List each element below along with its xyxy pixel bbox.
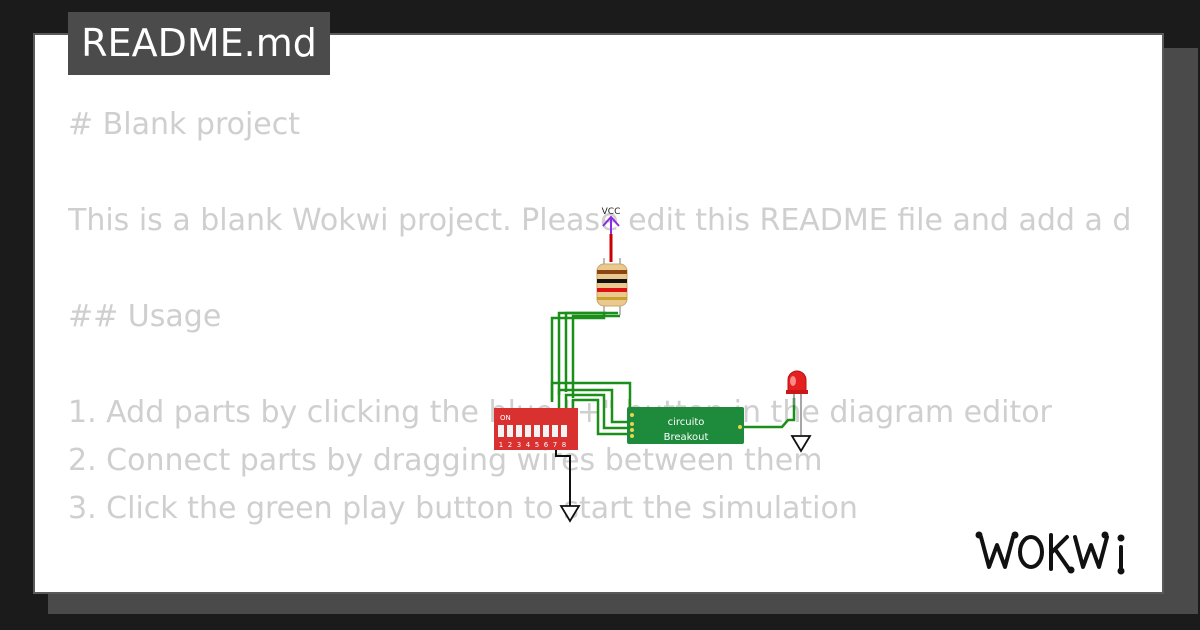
resistor[interactable] xyxy=(596,258,628,315)
dip-toggle-5[interactable] xyxy=(534,425,540,437)
resistor-band-1 xyxy=(597,270,627,274)
breakout-pin-3[interactable] xyxy=(630,428,634,432)
dip-switch[interactable]: ON 1 2 3 4 5 6 7 8 xyxy=(494,408,578,450)
readme-usage-heading: ## Usage xyxy=(68,299,222,334)
dip-ground-wire[interactable] xyxy=(555,450,571,506)
resistor-band-2 xyxy=(597,279,627,283)
vcc-label: VCC xyxy=(602,207,621,217)
circuito-breakout-board[interactable]: circuito Breakout xyxy=(627,407,744,444)
resistor-band-4 xyxy=(597,297,627,300)
wire-5[interactable] xyxy=(550,381,632,413)
dip-number-1: 1 xyxy=(499,441,503,449)
breakout-pin-2[interactable] xyxy=(630,422,634,426)
dip-toggle-8[interactable] xyxy=(561,425,567,437)
wokwi-logo xyxy=(975,527,1153,577)
wire-3[interactable] xyxy=(564,311,618,392)
ground-icon xyxy=(790,435,812,453)
led-rim xyxy=(786,390,808,394)
resistor-body xyxy=(596,263,628,307)
dip-number-7: 7 xyxy=(553,441,557,449)
wire-led[interactable] xyxy=(740,398,796,429)
dip-toggle-1[interactable] xyxy=(498,425,504,437)
breakout-pin-1[interactable] xyxy=(630,413,634,417)
readme-heading: # Blank project xyxy=(68,107,301,142)
dip-number-8: 8 xyxy=(562,441,566,449)
wire-8[interactable] xyxy=(571,398,630,436)
led-red[interactable] xyxy=(786,370,808,435)
wokwi-logo-icon xyxy=(975,531,1125,575)
breakout-label-line2: Breakout xyxy=(664,432,709,443)
wire-4[interactable] xyxy=(571,314,620,398)
led-highlight xyxy=(790,376,796,386)
dip-toggle-4[interactable] xyxy=(525,425,531,437)
resistor-band-3 xyxy=(597,288,627,292)
breakout-label-line1: circuito xyxy=(668,417,705,428)
ground-icon xyxy=(559,505,581,523)
vcc-symbol: VCC xyxy=(602,207,621,234)
dip-number-6: 6 xyxy=(544,441,549,449)
ground-symbol-dip xyxy=(559,505,581,523)
dip-number-4: 4 xyxy=(526,441,531,449)
dip-number-3: 3 xyxy=(517,441,521,449)
dip-number-2: 2 xyxy=(508,441,512,449)
readme-step-2: 2. Connect parts by dragging wires betwe… xyxy=(68,443,823,478)
dip-toggle-7[interactable] xyxy=(552,425,558,437)
dip-toggle-3[interactable] xyxy=(516,425,522,437)
dip-number-5: 5 xyxy=(535,441,539,449)
dip-toggle-6[interactable] xyxy=(543,425,549,437)
readme-content: # Blank project This is a blank Wokwi pr… xyxy=(68,100,1132,550)
breakout-pin-out[interactable] xyxy=(738,425,742,429)
dip-toggle-2[interactable] xyxy=(507,425,513,437)
wire-7[interactable] xyxy=(564,393,630,430)
file-tab-readme[interactable]: README.md xyxy=(68,12,330,75)
green-wires[interactable] xyxy=(550,311,796,436)
readme-description: This is a blank Wokwi project. Please ed… xyxy=(68,203,1132,238)
readme-step-3: 3. Click the green play button to start … xyxy=(68,491,858,526)
wire-6[interactable] xyxy=(557,388,630,424)
breakout-pin-4[interactable] xyxy=(630,434,634,438)
breakout-body xyxy=(627,407,744,444)
ground-symbol-led xyxy=(790,435,812,453)
dip-switch-on-label: ON xyxy=(500,414,511,422)
